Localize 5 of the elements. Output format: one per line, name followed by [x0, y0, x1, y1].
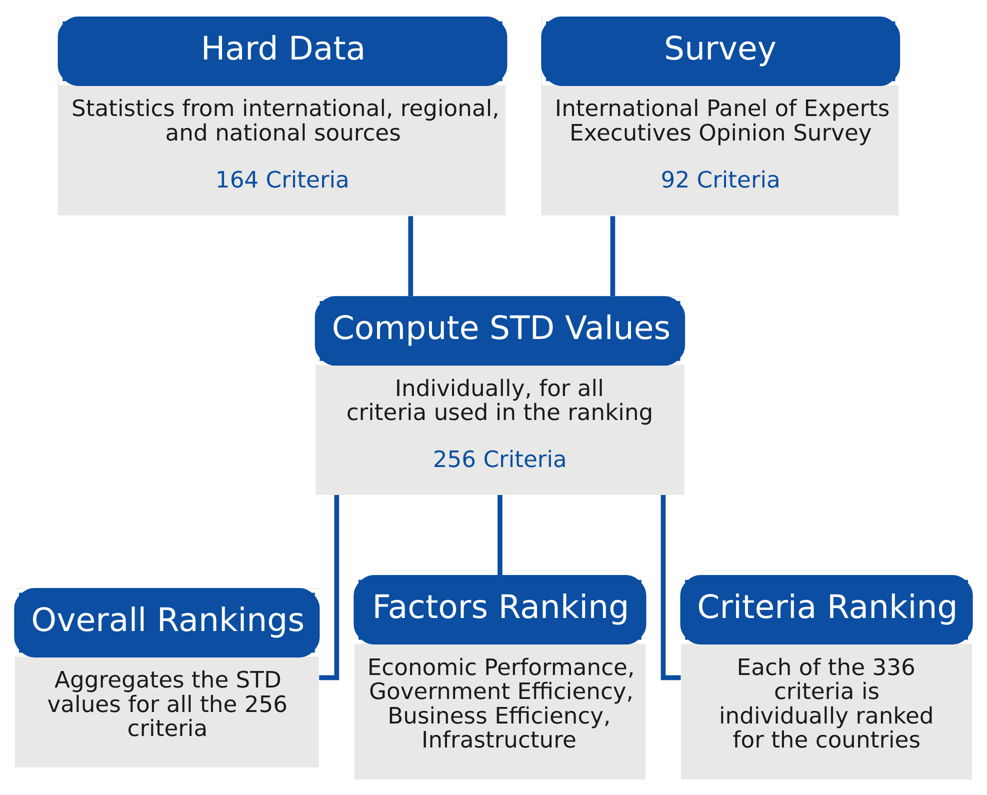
connector	[319, 494, 340, 680]
connector	[498, 494, 502, 576]
connector	[610, 216, 616, 296]
connector	[660, 494, 681, 680]
connector	[408, 216, 414, 296]
